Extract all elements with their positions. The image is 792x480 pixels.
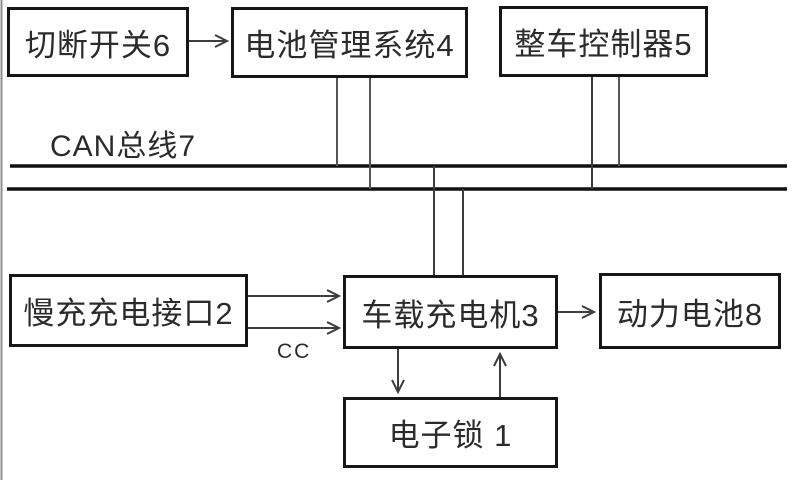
- box-vehicle-controller: 整车控制器5: [499, 6, 708, 77]
- box-onboard-charger: 车载充电机3: [343, 275, 558, 349]
- box-battery-management-system: 电池管理系统4: [231, 7, 468, 78]
- box-power-battery: 动力电池8: [599, 273, 781, 349]
- can-bus-label: CAN总线7: [50, 130, 197, 163]
- box-slow-charge-port: 慢充充电接口2: [9, 274, 248, 347]
- cc-signal-label: CC: [277, 340, 312, 363]
- box-cutoff-switch: 切断开关6: [7, 7, 189, 77]
- box-electronic-lock: 电子锁 1: [343, 397, 558, 468]
